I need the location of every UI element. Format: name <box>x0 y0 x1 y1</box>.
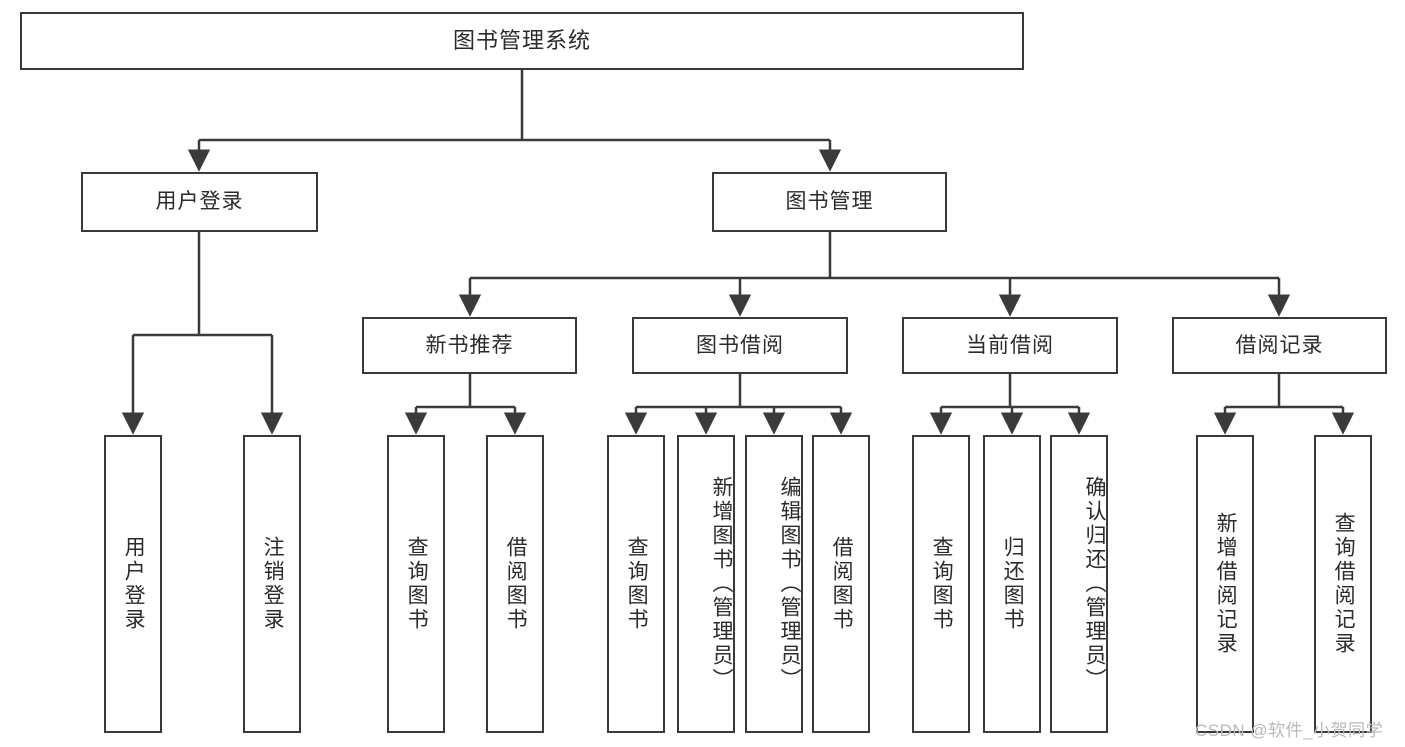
node-new-book-recommendation[interactable]: 新书推荐 <box>362 317 577 374</box>
leaf-node-current-query-book[interactable]: 查询图书 <box>912 435 970 733</box>
csdn-watermark: CSDN @软件_小贺同学 <box>1195 721 1384 740</box>
leaf-node-user-logout[interactable]: 注销登录 <box>243 435 301 733</box>
node-book-borrow[interactable]: 图书借阅 <box>632 317 848 374</box>
leaf-node-current-confirm-return-admin[interactable]: 确认归还（管理员） <box>1050 435 1108 733</box>
leaf-node-rec-query-book[interactable]: 查询图书 <box>387 435 445 733</box>
leaf-node-user-login[interactable]: 用户登录 <box>104 435 162 733</box>
leaf-node-record-query-borrow-record[interactable]: 查询借阅记录 <box>1314 435 1372 733</box>
node-root-book-management-system[interactable]: 图书管理系统 <box>20 12 1024 70</box>
leaf-node-record-add-borrow-record[interactable]: 新增借阅记录 <box>1196 435 1254 733</box>
node-borrow-record[interactable]: 借阅记录 <box>1172 317 1387 374</box>
node-book-management[interactable]: 图书管理 <box>712 172 947 232</box>
node-user-login[interactable]: 用户登录 <box>81 172 318 232</box>
leaf-node-rec-borrow-book[interactable]: 借阅图书 <box>486 435 544 733</box>
leaf-node-borrow-add-book-admin[interactable]: 新增图书（管理员） <box>677 435 735 733</box>
leaf-node-borrow-borrow-book[interactable]: 借阅图书 <box>812 435 870 733</box>
leaf-node-borrow-edit-book-admin[interactable]: 编辑图书（管理员） <box>745 435 803 733</box>
node-current-borrow[interactable]: 当前借阅 <box>902 317 1118 374</box>
leaf-node-current-return-book[interactable]: 归还图书 <box>983 435 1041 733</box>
leaf-node-borrow-query-book[interactable]: 查询图书 <box>607 435 665 733</box>
